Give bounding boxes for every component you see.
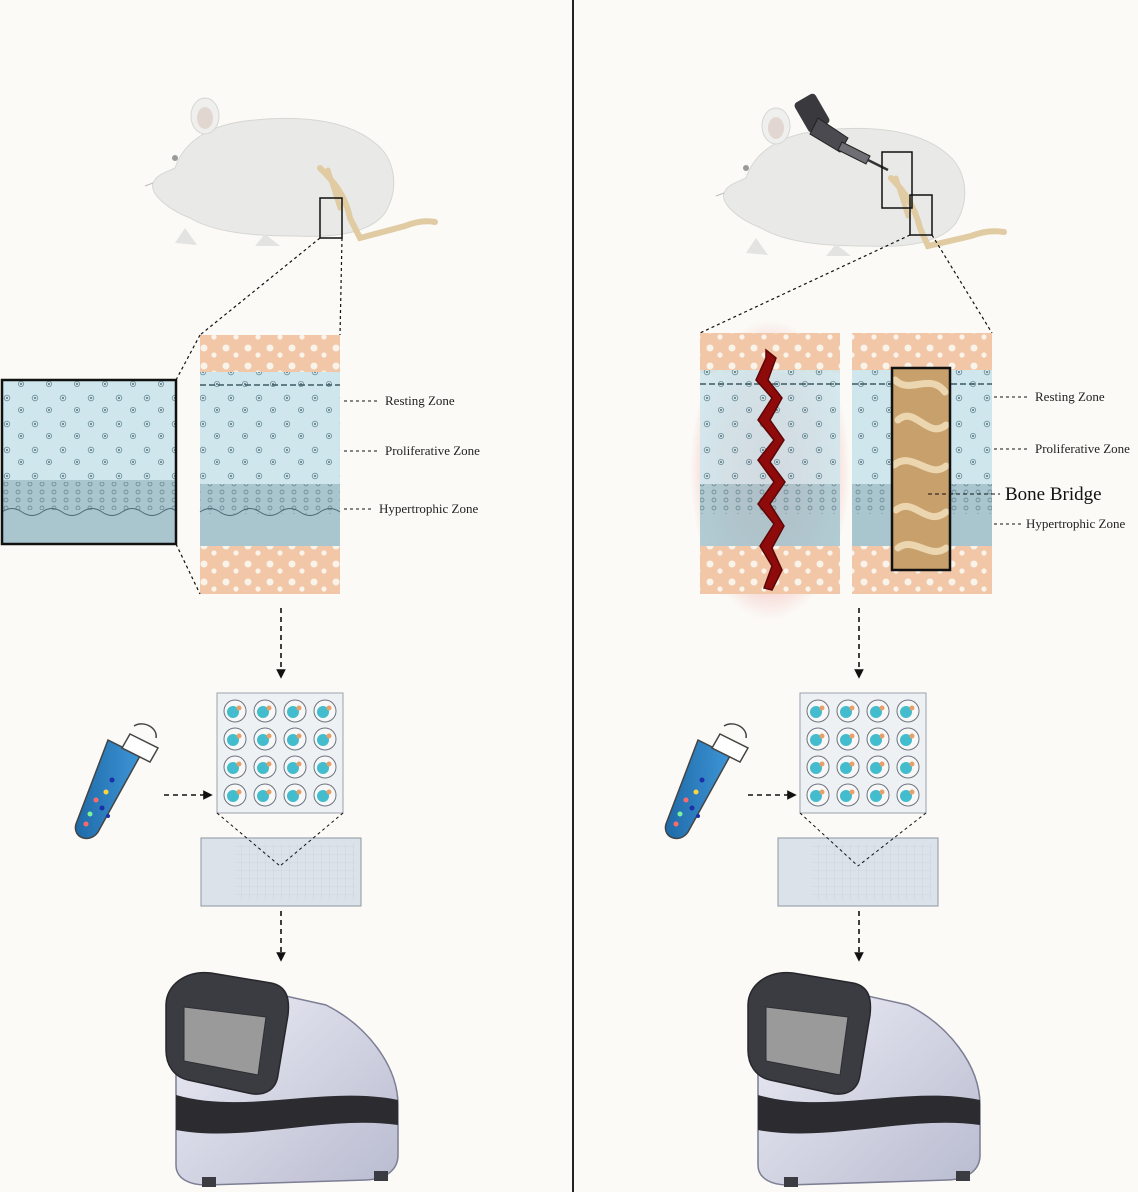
well-sample-dot (879, 733, 885, 739)
well-plate-icon (799, 692, 927, 814)
well-sample-dot (909, 733, 915, 739)
microcentrifuge-tube-icon (664, 723, 749, 840)
well-sample (870, 790, 882, 802)
drill-site-box (881, 151, 913, 209)
well-sample (287, 762, 299, 774)
bone-bridge-block (890, 366, 952, 572)
well-sample (287, 790, 299, 802)
well-sample (317, 734, 329, 746)
well-sample (900, 706, 912, 718)
proliferative-zone-label: Proliferative Zone (1035, 441, 1130, 456)
well-sample (287, 734, 299, 746)
well-sample (227, 790, 239, 802)
well-sample-dot (879, 761, 885, 767)
well-sample (810, 762, 822, 774)
microcentrifuge-tube-icon (74, 723, 159, 840)
well-sample (840, 706, 852, 718)
well-plate-icon (216, 692, 344, 814)
well-sample (810, 790, 822, 802)
scanner-device-icon (747, 971, 981, 1188)
right-panel: Resting Zone Proliferative Zone Bone Bri… (664, 93, 1130, 1188)
well-sample-dot (236, 761, 242, 767)
left-panel: Resting Zone Proliferative Zone Hypertro… (0, 97, 480, 1188)
bone-bridge-growth-plate-section (852, 333, 992, 594)
well-sample (227, 706, 239, 718)
well-sample-dot (266, 733, 272, 739)
hypertrophic-zone-label: Hypertrophic Zone (379, 501, 479, 516)
well-sample (840, 762, 852, 774)
well-sample-dot (879, 705, 885, 711)
well-sample-dot (819, 761, 825, 767)
well-sample-dot (326, 705, 332, 711)
resting-zone-label: Resting Zone (385, 393, 455, 408)
left-zone-labels: Resting Zone Proliferative Zone Hypertro… (344, 393, 480, 516)
fracture-line (755, 348, 786, 591)
rat-illustration (715, 107, 1007, 257)
well-sample-dot (296, 705, 302, 711)
hypertrophic-zone-label: Hypertrophic Zone (1026, 516, 1126, 531)
well-sample (870, 734, 882, 746)
growth-plate-section (199, 335, 341, 594)
well-sample (257, 790, 269, 802)
well-sample (870, 762, 882, 774)
well-sample-dot (296, 733, 302, 739)
well-sample (900, 790, 912, 802)
right-zone-labels: Resting Zone Proliferative Zone Bone Bri… (928, 389, 1130, 531)
well-sample-dot (819, 733, 825, 739)
resting-zone-label: Resting Zone (1035, 389, 1105, 404)
bone-bridge-label: Bone Bridge (1005, 484, 1102, 505)
well-sample (317, 790, 329, 802)
injured-growth-plate-section (690, 320, 850, 620)
well-sample-dot (236, 789, 242, 795)
well-sample (840, 734, 852, 746)
well-sample-dot (326, 789, 332, 795)
well-sample (317, 762, 329, 774)
well-sample (287, 706, 299, 718)
growth-plate-selection-box (909, 194, 933, 236)
well-sample-dot (909, 705, 915, 711)
well-sample-dot (909, 789, 915, 795)
well-sample-dot (819, 789, 825, 795)
well-sample (257, 706, 269, 718)
well-sample-dot (849, 761, 855, 767)
well-sample (257, 762, 269, 774)
magnified-inset (0, 334, 201, 595)
proliferative-zone-label: Proliferative Zone (385, 443, 480, 458)
well-sample-dot (909, 761, 915, 767)
drill-icon (794, 93, 889, 172)
well-sample (257, 734, 269, 746)
well-sample-dot (266, 761, 272, 767)
well-sample-dot (326, 733, 332, 739)
scanner-device-icon (165, 971, 399, 1188)
well-sample-dot (266, 705, 272, 711)
well-sample-dot (849, 705, 855, 711)
well-sample (900, 762, 912, 774)
well-sample (317, 706, 329, 718)
well-sample (810, 706, 822, 718)
well-sample (810, 734, 822, 746)
well-sample-dot (326, 761, 332, 767)
microarray-slide-icon (200, 837, 362, 907)
well-sample-dot (819, 705, 825, 711)
well-sample-dot (236, 733, 242, 739)
well-sample-dot (296, 789, 302, 795)
well-sample (870, 706, 882, 718)
microarray-slide-icon (777, 837, 939, 907)
well-sample-dot (849, 733, 855, 739)
well-sample-dot (266, 789, 272, 795)
well-sample (227, 762, 239, 774)
well-sample (900, 734, 912, 746)
well-sample (227, 734, 239, 746)
well-sample-dot (296, 761, 302, 767)
well-sample-dot (879, 789, 885, 795)
well-sample-dot (236, 705, 242, 711)
well-sample (840, 790, 852, 802)
well-sample-dot (849, 789, 855, 795)
rat-illustration (144, 97, 438, 247)
growth-plate-selection-box (319, 197, 343, 239)
